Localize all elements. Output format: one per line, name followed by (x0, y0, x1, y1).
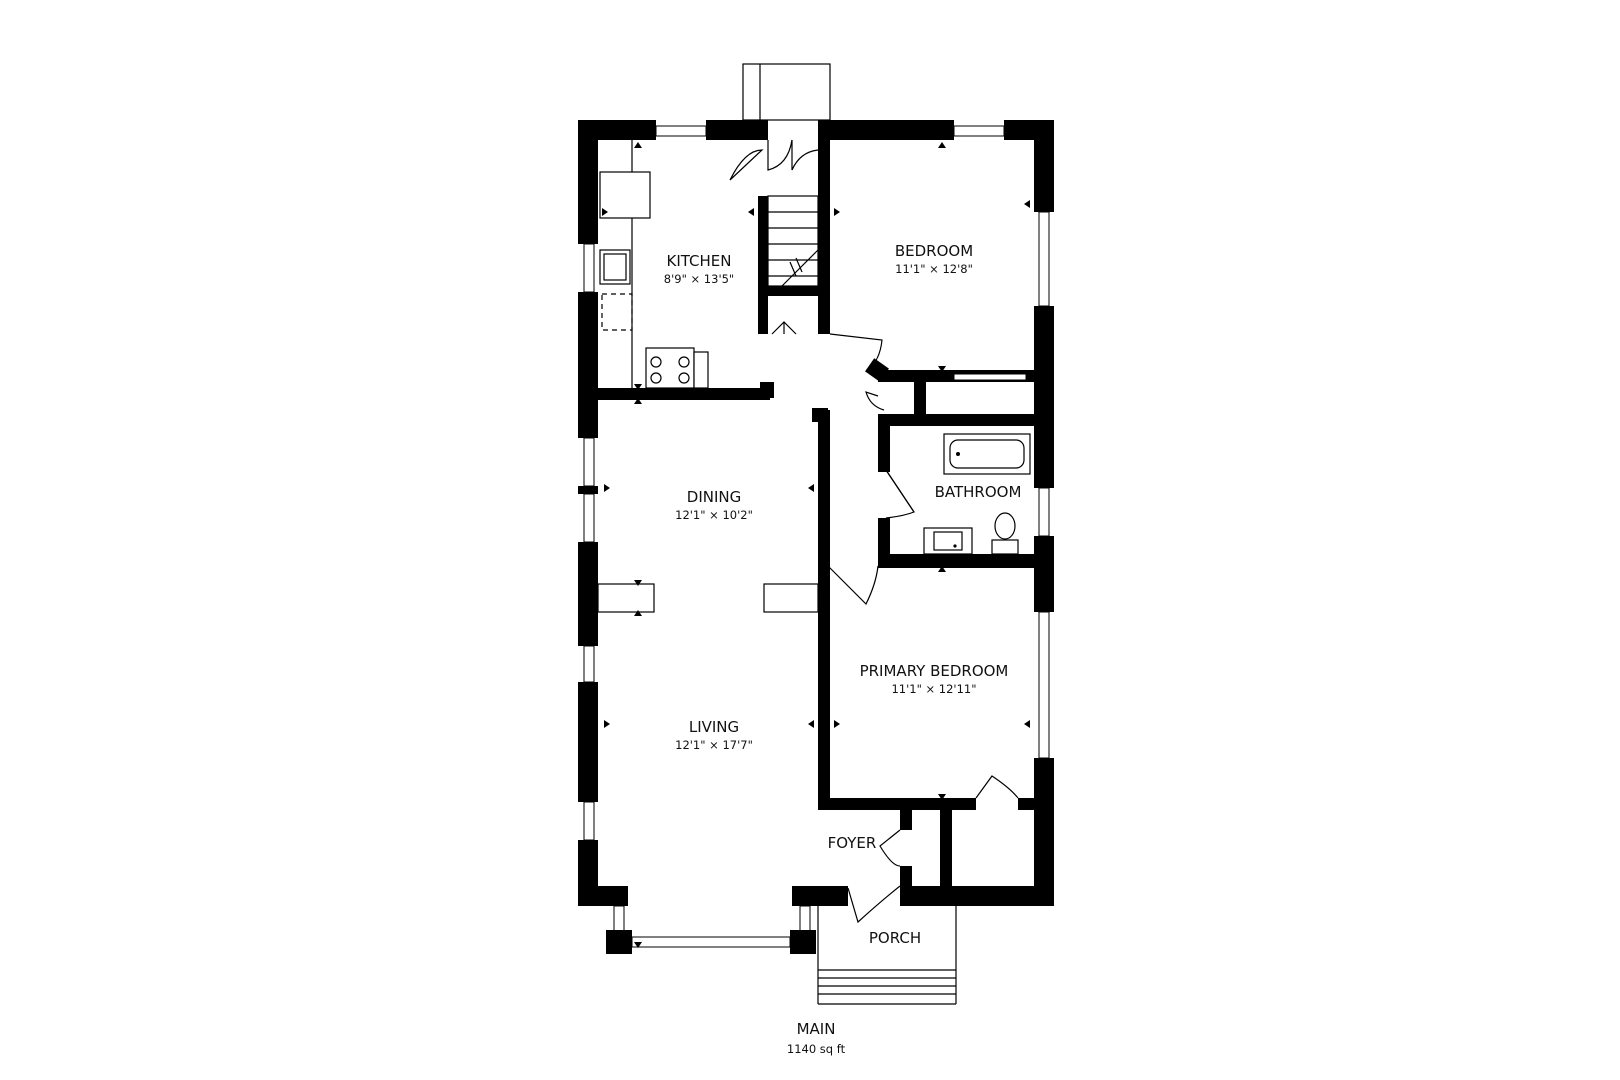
dining-dims: 12'1" × 10'2" (675, 508, 753, 522)
chimney (742, 63, 831, 121)
kitchen-dims: 8'9" × 13'5" (664, 272, 734, 286)
primary-bedroom-dims: 11'1" × 12'11" (891, 682, 976, 696)
floor-name: MAIN (797, 1020, 836, 1038)
doors (729, 139, 1019, 924)
interior-walls (598, 140, 1038, 888)
measure-markers (602, 142, 1030, 948)
floor-area: 1140 sq ft (787, 1042, 846, 1056)
kitchen-fixtures (599, 140, 709, 389)
staircase (767, 195, 819, 287)
primary-bedroom-label: PRIMARY BEDROOM (860, 662, 1009, 680)
porch-label: PORCH (869, 929, 921, 947)
dining-label: DINING (687, 488, 741, 506)
bathroom-fixtures (923, 433, 1031, 555)
porch-steps (817, 906, 957, 1005)
exterior-walls (578, 120, 1054, 954)
kitchen-label: KITCHEN (667, 252, 732, 270)
bedroom-label: BEDROOM (895, 242, 973, 260)
bathroom-label: BATHROOM (935, 483, 1022, 501)
bedroom-dims: 11'1" × 12'8" (895, 262, 973, 276)
foyer-label: FOYER (828, 834, 877, 852)
living-dims: 12'1" × 17'7" (675, 738, 753, 752)
room-labels: KITCHEN 8'9" × 13'5" BEDROOM 11'1" × 12'… (664, 242, 1022, 1056)
living-label: LIVING (689, 718, 739, 736)
columns (597, 583, 819, 613)
